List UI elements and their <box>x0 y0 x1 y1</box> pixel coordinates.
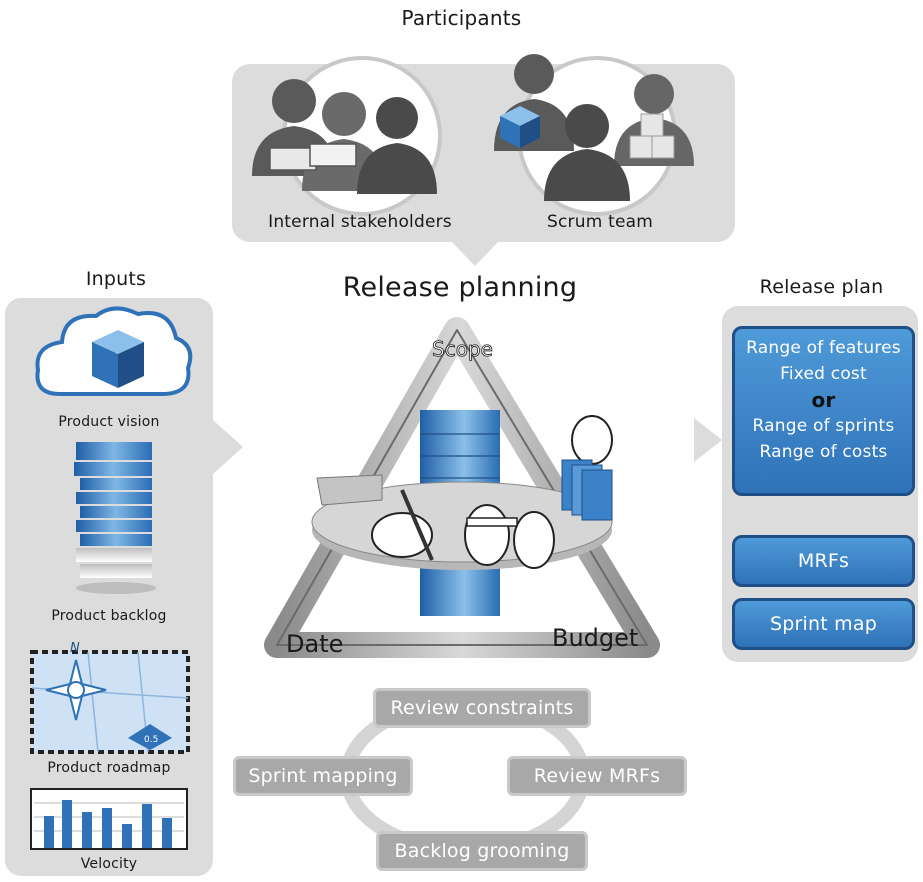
plan-line-fixed-cost: Fixed cost <box>780 364 867 384</box>
product-backlog-stack-icon <box>74 442 156 594</box>
plan-line-sprints: Range of sprints <box>752 416 895 436</box>
compass-north-letter: N <box>70 641 80 656</box>
product-roadmap-label: Product roadmap <box>47 760 171 776</box>
inputs-pointer <box>213 420 243 474</box>
sprint-mapping-step: Sprint mapping <box>233 756 413 796</box>
review-mrfs-step: Review MRFs <box>507 756 687 796</box>
date-label: Date <box>286 630 343 658</box>
ruler-icon <box>466 517 518 527</box>
gray-cubes-icon <box>629 113 675 159</box>
release-planning-title: Release planning <box>342 272 578 303</box>
cards-icon <box>561 459 613 521</box>
compass-icon <box>45 659 107 721</box>
velocity-label: Velocity <box>80 856 138 872</box>
product-vision-label: Product vision <box>58 414 160 430</box>
velocity-chart-icon <box>30 788 188 850</box>
product-roadmap-map-icon: N 0.5 <box>30 641 190 754</box>
plan-line-or: or <box>811 388 836 412</box>
release-plan-pointer <box>694 418 722 462</box>
internal-stakeholders-label: Internal stakeholders <box>268 212 452 232</box>
roadmap-badge: 0.5 <box>144 735 158 745</box>
backlog-grooming-step: Backlog grooming <box>376 831 588 871</box>
release-plan-options-box: Range of features Fixed cost or Range of… <box>732 326 915 496</box>
sprint-map-box: Sprint map <box>732 598 915 650</box>
money-stack-icon <box>269 143 357 171</box>
inputs-title: Inputs <box>85 268 147 290</box>
mrfs-box: MRFs <box>732 535 915 587</box>
budget-label: Budget <box>552 624 638 652</box>
scrum-team-label: Scrum team <box>547 212 653 232</box>
blue-cube-icon <box>500 106 540 148</box>
participants-illustration <box>252 54 694 216</box>
release-planning-triangle: Scope Date Budget <box>264 317 660 658</box>
plan-line-costs: Range of costs <box>759 442 888 462</box>
participants-title: Participants <box>401 6 522 30</box>
pen-icon <box>400 489 434 561</box>
product-vision-cloud-icon <box>35 306 193 396</box>
review-constraints-step: Review constraints <box>373 688 591 728</box>
release-plan-title: Release plan <box>759 276 884 298</box>
plan-line-features: Range of features <box>746 338 901 358</box>
participants-pointer <box>450 240 500 266</box>
scope-label: Scope <box>432 337 493 361</box>
product-backlog-label: Product backlog <box>51 608 167 624</box>
